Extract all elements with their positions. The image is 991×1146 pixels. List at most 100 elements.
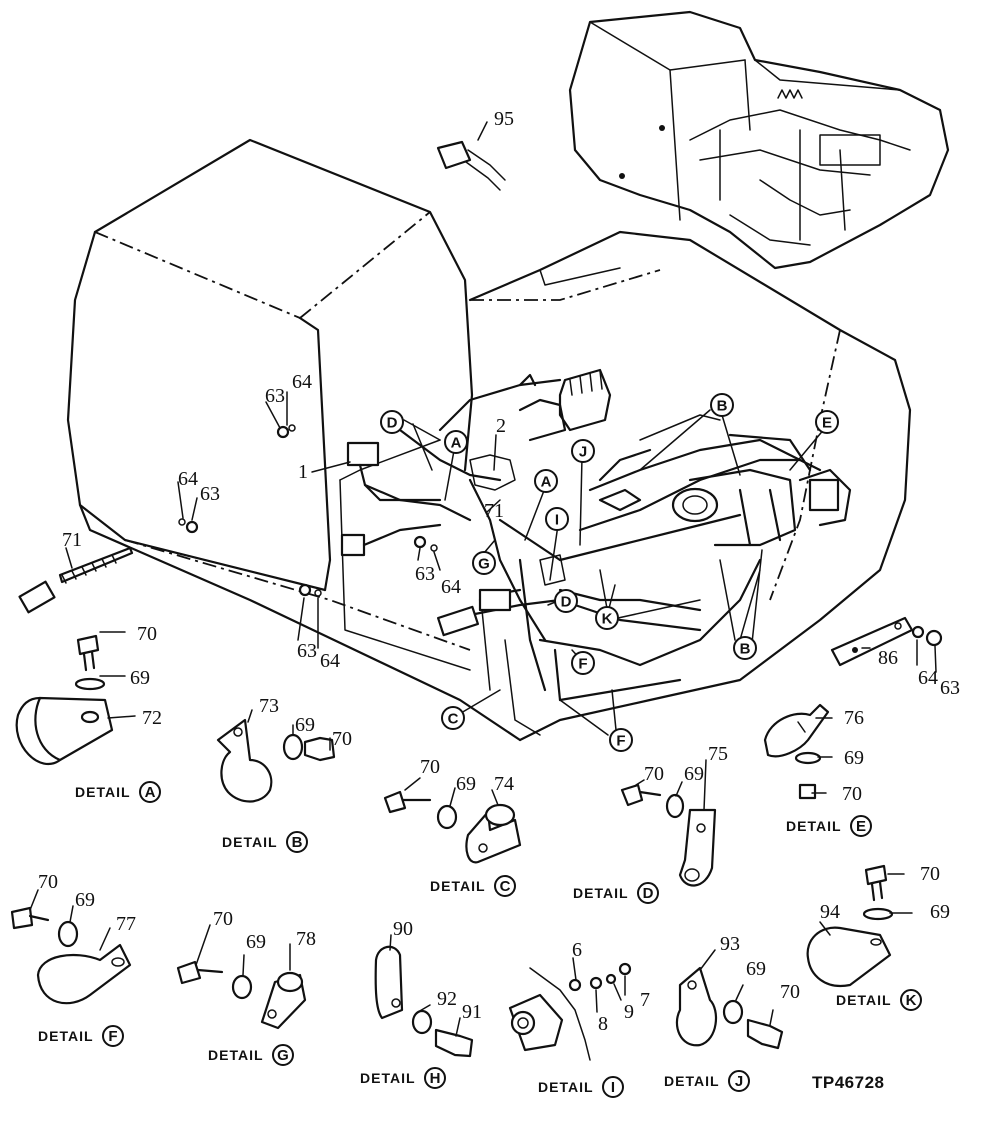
part-number-73: 73: [259, 695, 279, 717]
detail-c-letter: C: [500, 878, 511, 895]
part-number-70: 70: [137, 623, 157, 645]
part-number-64: 64: [292, 371, 312, 393]
part-number-71: 71: [62, 529, 82, 551]
callout-b-circle: [733, 636, 757, 660]
callout-i-letter: I: [555, 512, 559, 529]
callout-a-circle: [534, 469, 558, 493]
callout-a-circle: [444, 430, 468, 454]
part-number-69: 69: [295, 714, 315, 736]
detail-g-caption-word: DETAIL: [208, 1047, 264, 1063]
part-number-64: 64: [320, 650, 340, 672]
callout-i-circle: [545, 507, 569, 531]
callout-f-letter: F: [616, 733, 625, 750]
part-71-cable-tie: [18, 546, 134, 614]
callout-b-circle: [710, 393, 734, 417]
detail-a-caption-word: DETAIL: [75, 784, 131, 800]
detail-c-clamp: [383, 790, 522, 864]
detail-e-letter: E: [856, 818, 866, 835]
detail-f-letter: F: [108, 1028, 117, 1045]
detail-d-caption-word: DETAIL: [573, 885, 629, 901]
part-number-70: 70: [644, 763, 664, 785]
detail-f-circle: [102, 1025, 124, 1047]
detail-h-circle: [424, 1067, 446, 1089]
detail-g-letter: G: [277, 1047, 289, 1064]
detail-e-caption-word: DETAIL: [786, 818, 842, 834]
part-number-8: 8: [598, 1013, 608, 1035]
callout-d-circle: [554, 589, 578, 613]
inset-machine-view: [568, 10, 950, 270]
part-number-93: 93: [720, 933, 740, 955]
figure-id-label: TP46728: [812, 1073, 885, 1092]
part-number-63: 63: [297, 640, 317, 662]
part-number-95: 95: [494, 108, 514, 130]
detail-i-circle: [602, 1076, 624, 1098]
part-number-94: 94: [820, 901, 840, 923]
detail-d-letter: D: [643, 885, 654, 902]
detail-k-letter: K: [906, 992, 917, 1009]
part-number-78: 78: [296, 928, 316, 950]
detail-i-caption-word: DETAIL: [538, 1079, 594, 1095]
detail-a-clamp: [15, 634, 114, 766]
part-number-71: 71: [484, 500, 504, 522]
part-number-69: 69: [930, 901, 950, 923]
callout-e-letter: E: [822, 415, 832, 432]
part-number-6: 6: [572, 939, 582, 961]
detail-b-clamp: [216, 718, 336, 803]
part-number-9: 9: [624, 1001, 634, 1023]
callout-f-letter: F: [578, 656, 587, 673]
part-number-75: 75: [708, 743, 728, 765]
part-number-63: 63: [940, 677, 960, 699]
detail-g-clamp: [176, 960, 307, 1030]
part-number-69: 69: [456, 773, 476, 795]
part-number-70: 70: [420, 756, 440, 778]
part-number-70: 70: [780, 981, 800, 1003]
callout-g-circle: [472, 551, 496, 575]
part-number-74: 74: [494, 773, 514, 795]
detail-g-circle: [272, 1044, 294, 1066]
part-number-72: 72: [142, 707, 162, 729]
part-number-76: 76: [844, 707, 864, 729]
detail-k-clamp: [806, 864, 894, 988]
detail-k-caption-word: DETAIL: [836, 992, 892, 1008]
part-95-relay: [436, 140, 506, 191]
detail-f-caption-word: DETAIL: [38, 1028, 94, 1044]
part-number-7: 7: [640, 989, 650, 1011]
part-number-91: 91: [462, 1001, 482, 1023]
detail-k-circle: [900, 989, 922, 1011]
detail-j-clamp: [675, 966, 784, 1050]
detail-b-letter: B: [292, 834, 303, 851]
part-86-bracket: [830, 616, 943, 667]
part-number-69: 69: [844, 747, 864, 769]
part-number-2: 2: [496, 415, 506, 437]
detail-a-letter: A: [145, 784, 156, 801]
part-number-69: 69: [246, 931, 266, 953]
callout-a-letter: A: [451, 435, 462, 452]
callout-k-letter: K: [602, 611, 613, 628]
detail-d-clamp: [620, 783, 717, 887]
callout-b-letter: B: [717, 398, 728, 415]
cab-fasteners: [178, 424, 438, 597]
part-number-63: 63: [265, 385, 285, 407]
part-number-70: 70: [332, 728, 352, 750]
callout-k-circle: [595, 606, 619, 630]
part-number-92: 92: [437, 988, 457, 1010]
detail-b-caption-word: DETAIL: [222, 834, 278, 850]
detail-f-clamp: [10, 906, 132, 1005]
detail-e-circle: [850, 815, 872, 837]
part-number-63: 63: [200, 483, 220, 505]
detail-i-switch: [508, 962, 632, 1061]
part-number-69: 69: [130, 667, 150, 689]
callout-c-letter: C: [448, 711, 459, 728]
callout-j-circle: [571, 439, 595, 463]
detail-d-circle: [637, 882, 659, 904]
callout-a-letter: A: [541, 474, 552, 491]
detail-b-circle: [286, 831, 308, 853]
part-number-69: 69: [75, 889, 95, 911]
detail-i-letter: I: [611, 1079, 615, 1096]
callout-f-circle: [571, 651, 595, 675]
part-number-70: 70: [920, 863, 940, 885]
part-number-64: 64: [918, 667, 938, 689]
part-number-64: 64: [441, 576, 461, 598]
